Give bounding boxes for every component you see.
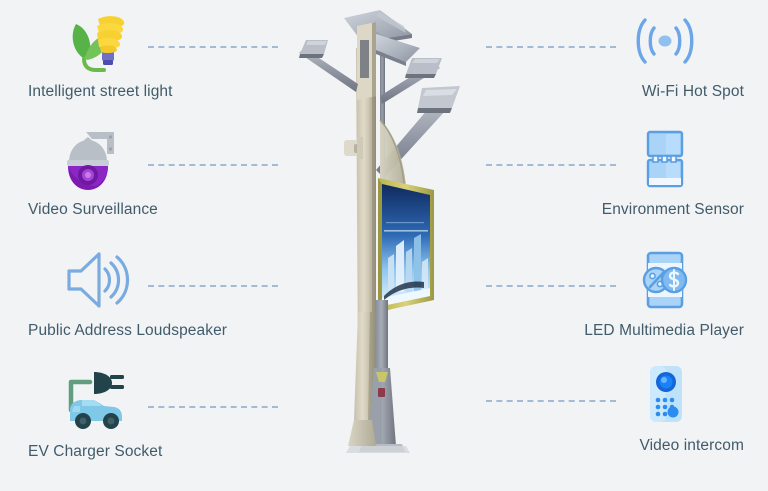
feature-label-video-intercom: Video intercom — [639, 437, 744, 454]
pole-head-block — [357, 22, 376, 100]
wifi-signal-icon — [622, 6, 708, 76]
connector-dash-video-intercom — [486, 400, 616, 402]
connector-dash-video-surveillance — [148, 164, 278, 166]
feature-label-video-surveillance: Video Surveillance — [28, 201, 158, 218]
loudspeaker-icon — [52, 245, 138, 315]
luminaire-arm-right — [380, 58, 442, 104]
smart-pole-illustration — [284, 0, 484, 491]
feature-loudspeaker[interactable]: Public Address Loudspeaker — [0, 241, 300, 359]
feature-ev-charger[interactable]: EV Charger Socket — [0, 362, 300, 480]
media-discount-icon — [622, 245, 708, 315]
intercom-panel-icon — [622, 360, 708, 430]
feature-street-light[interactable]: Intelligent street light — [0, 2, 300, 120]
feature-label-led-player: LED Multimedia Player — [584, 322, 744, 339]
electric-car — [70, 400, 122, 429]
pole-lower-shaft — [354, 312, 376, 420]
pole-main-shaft — [356, 48, 376, 372]
feature-label-wifi-hotspot: Wi-Fi Hot Spot — [641, 83, 744, 100]
feature-wifi-hotspot[interactable]: Wi-Fi Hot Spot — [468, 2, 768, 120]
connector-dash-environment-sensor — [486, 164, 616, 166]
cfl-bulb — [97, 16, 125, 65]
feature-label-ev-charger: EV Charger Socket — [28, 443, 163, 460]
feature-label-street-light: Intelligent street light — [28, 83, 173, 100]
sensor-module-icon — [622, 124, 708, 194]
feature-led-player[interactable]: LED Multimedia Player — [468, 241, 768, 359]
camera-box — [344, 137, 363, 159]
feature-video-surveillance[interactable]: Video Surveillance — [0, 120, 300, 238]
connector-dash-loudspeaker — [148, 285, 278, 287]
connector-dash-led-player — [486, 285, 616, 287]
connector-dash-wifi-hotspot — [486, 46, 616, 48]
feature-video-intercom[interactable]: Video intercom — [468, 356, 768, 474]
feature-label-environment-sensor: Environment Sensor — [601, 201, 744, 218]
pole-base-cream-left — [348, 420, 376, 446]
connector-dash-ev-charger — [148, 406, 278, 408]
connector-dash-street-light — [148, 46, 278, 48]
feature-label-loudspeaker: Public Address Loudspeaker — [28, 322, 228, 339]
feature-environment-sensor[interactable]: Environment Sensor — [468, 120, 768, 238]
pole-front-column — [376, 300, 388, 372]
dome-camera-icon — [52, 124, 138, 194]
plug — [94, 372, 124, 394]
led-display — [378, 178, 434, 312]
solar-panel-right — [376, 34, 420, 66]
leaf-bulb-icon — [52, 6, 138, 76]
ev-charger-icon — [52, 366, 138, 436]
luminaire-arm-left — [299, 40, 358, 92]
screen-poster-content — [382, 222, 430, 306]
